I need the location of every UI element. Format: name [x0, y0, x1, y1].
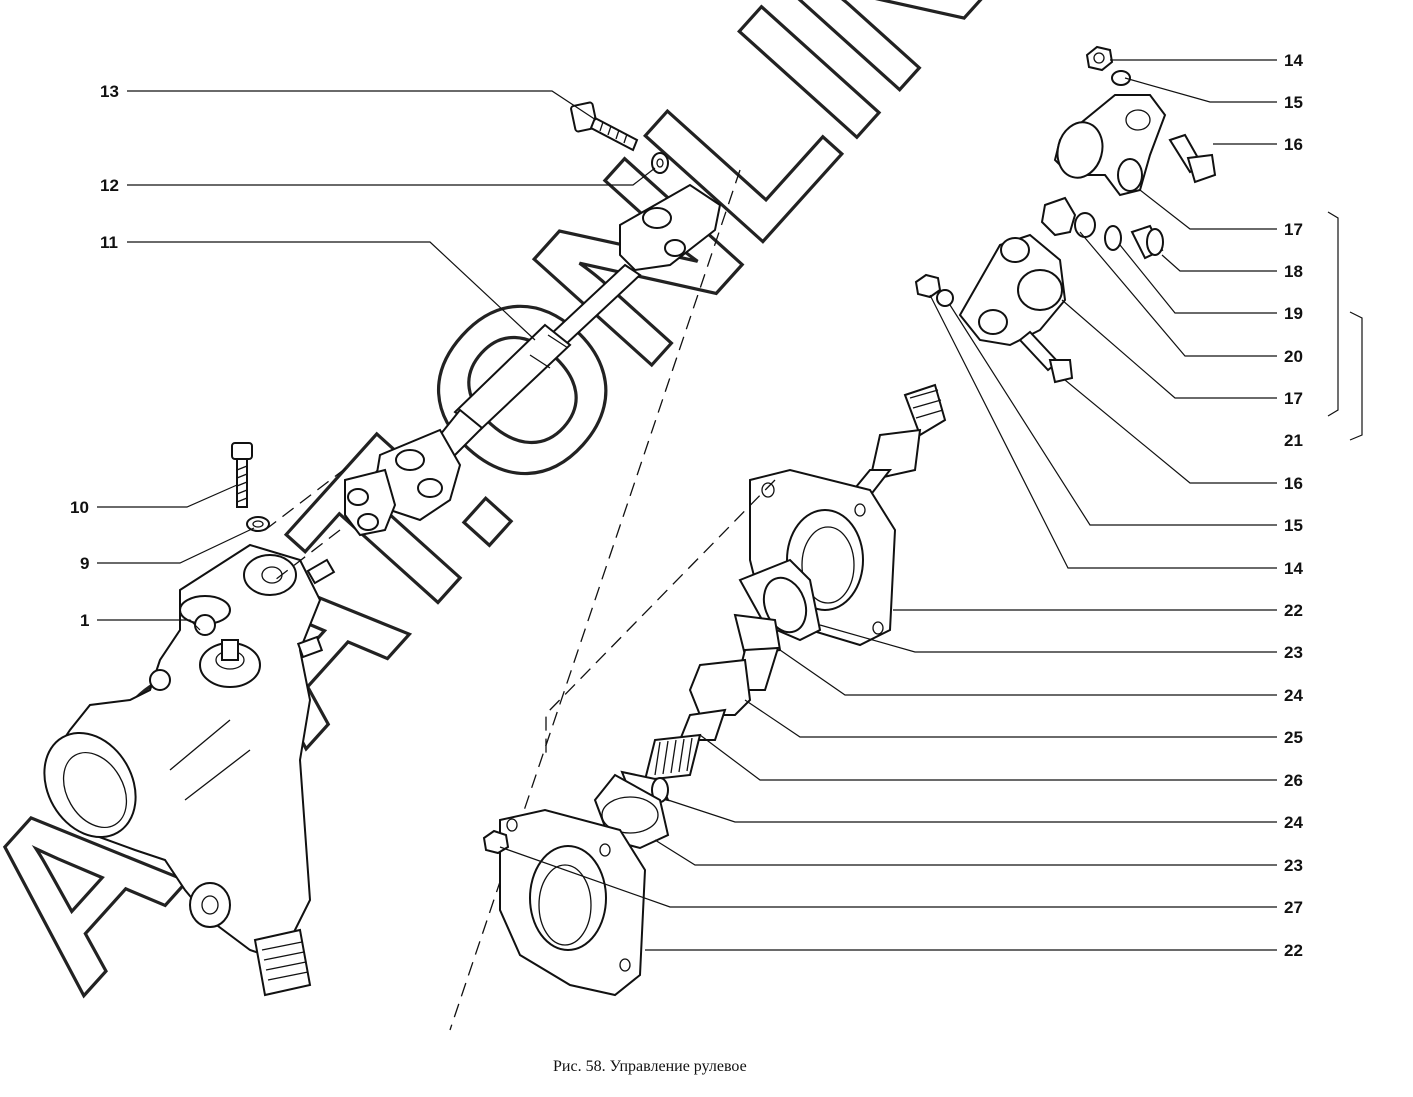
callout-9: 9: [80, 554, 89, 573]
callout-17-upper: 17: [1284, 220, 1303, 239]
callout-15-upper: 15: [1284, 93, 1303, 112]
bolt-part-16-upper: [1168, 133, 1217, 184]
callout-23-lower: 23: [1284, 856, 1303, 875]
callout-22-lower: 22: [1284, 941, 1303, 960]
nut-part-27: [482, 829, 510, 855]
nut-part-14-lower: [914, 273, 942, 299]
washer-part-12: [651, 152, 669, 174]
steering-shaft-part-25: [678, 613, 782, 741]
callout-labels: 13 12 11 10 9 1 14 15 16 17 18 19 20 17 …: [70, 51, 1303, 960]
callout-22-upper: 22: [1284, 601, 1303, 620]
callout-15-lower: 15: [1284, 516, 1303, 535]
bolt-part-13: [570, 101, 639, 152]
callout-25: 25: [1284, 728, 1303, 747]
washer-part-15-lower: [936, 289, 954, 307]
figure-caption: Рис. 58. Управление рулевое: [553, 1058, 747, 1075]
callout-12: 12: [100, 176, 119, 195]
callout-1: 1: [80, 611, 89, 630]
clamp-part-17-lower: [958, 233, 1067, 347]
bushing-part-20: [1040, 196, 1096, 238]
callout-24-upper: 24: [1284, 686, 1303, 705]
callout-16-upper: 16: [1284, 135, 1303, 154]
assembly-line-left: [264, 169, 741, 1031]
steering-gear-part-1: [43, 543, 336, 997]
shaft-splined-part-26: [643, 733, 702, 782]
callout-20: 20: [1284, 347, 1303, 366]
washer-part-9: [246, 516, 270, 532]
callout-11: 11: [100, 233, 118, 252]
flange-part-22-lower: [499, 808, 647, 997]
intermediate-shaft-part-11: [344, 183, 722, 537]
callout-27: 27: [1284, 898, 1303, 917]
bolt-part-10: [231, 442, 253, 508]
callout-19: 19: [1284, 304, 1303, 323]
callout-14-upper: 14: [1284, 51, 1303, 70]
callout-18: 18: [1284, 262, 1303, 281]
callout-21: 21: [1284, 431, 1303, 450]
clamp-part-17-upper: [1053, 94, 1167, 197]
callout-17-lower: 17: [1284, 389, 1303, 408]
callout-16-lower: 16: [1284, 474, 1303, 493]
ring-part-19: [1104, 225, 1122, 251]
sleeve-part-18: [1130, 224, 1164, 260]
callout-26: 26: [1284, 771, 1303, 790]
callout-13: 13: [100, 82, 119, 101]
callout-24-lower: 24: [1284, 813, 1303, 832]
callout-10: 10: [70, 498, 89, 517]
washer-part-15-upper: [1111, 70, 1131, 86]
nut-part-14-upper: [1085, 45, 1114, 72]
leader-lines: [97, 59, 1363, 951]
assembly-line-right: [545, 479, 776, 760]
callout-23-upper: 23: [1284, 643, 1303, 662]
callout-14-lower: 14: [1284, 559, 1303, 578]
bolt-part-16-lower: [1018, 330, 1074, 384]
